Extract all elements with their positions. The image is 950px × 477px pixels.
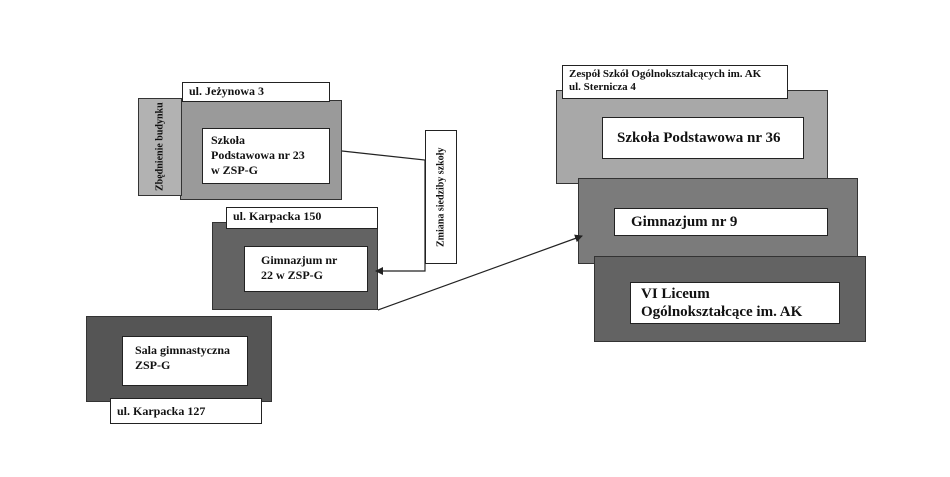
lo6-box: VI Liceum Ogólnokształcące im. AK [630, 282, 840, 324]
lo6-line-2: Ogólnokształcące im. AK [641, 304, 803, 320]
side-vertical-tab: Zbędnienie budynku [138, 98, 182, 196]
gim22-line-2: 22 w ZSP-G [261, 268, 324, 282]
gym-line-2: ZSP-G [135, 358, 171, 372]
gim22-line-1: Gimnazjum nr [261, 253, 338, 267]
complex-header-label: Zespół Szkół Ogólnokształcących im. AK u… [562, 65, 788, 99]
gym-line-1: Sala gimnastyczna [135, 343, 231, 357]
gym-box: Sala gimnastyczna ZSP-G [122, 336, 248, 386]
sp23-box: Szkoła Podstawowa nr 23 w ZSP-G [202, 128, 330, 184]
address-jezynowa-label: ul. Jeżynowa 3 [182, 82, 330, 102]
gim22-box: Gimnazjum nr 22 w ZSP-G [244, 246, 368, 292]
gim9-box: Gimnazjum nr 9 [614, 208, 828, 236]
building-closing-label: Zbędnienie budynku [154, 102, 166, 192]
sp23-line-2: Podstawowa nr 23 [211, 148, 305, 162]
move-label-box: Zmiana siedziby szkoły [425, 130, 457, 264]
sp23-line-3: w ZSP-G [211, 163, 259, 177]
sp23-line-1: Szkoła [211, 133, 246, 147]
transfer-arrow [377, 234, 583, 311]
address-karpacka127-label: ul. Karpacka 127 [110, 398, 262, 424]
sp36-box: Szkoła Podstawowa nr 36 [602, 117, 804, 159]
school-relocation-label: Zmiana siedziby szkoły [435, 147, 447, 247]
lo6-line-1: VI Liceum [641, 286, 710, 302]
address-karpacka150-label: ul. Karpacka 150 [226, 207, 378, 229]
complex-name: Zespół Szkół Ogólnokształcących im. AK [569, 68, 762, 80]
complex-address: ul. Sternicza 4 [569, 81, 636, 93]
